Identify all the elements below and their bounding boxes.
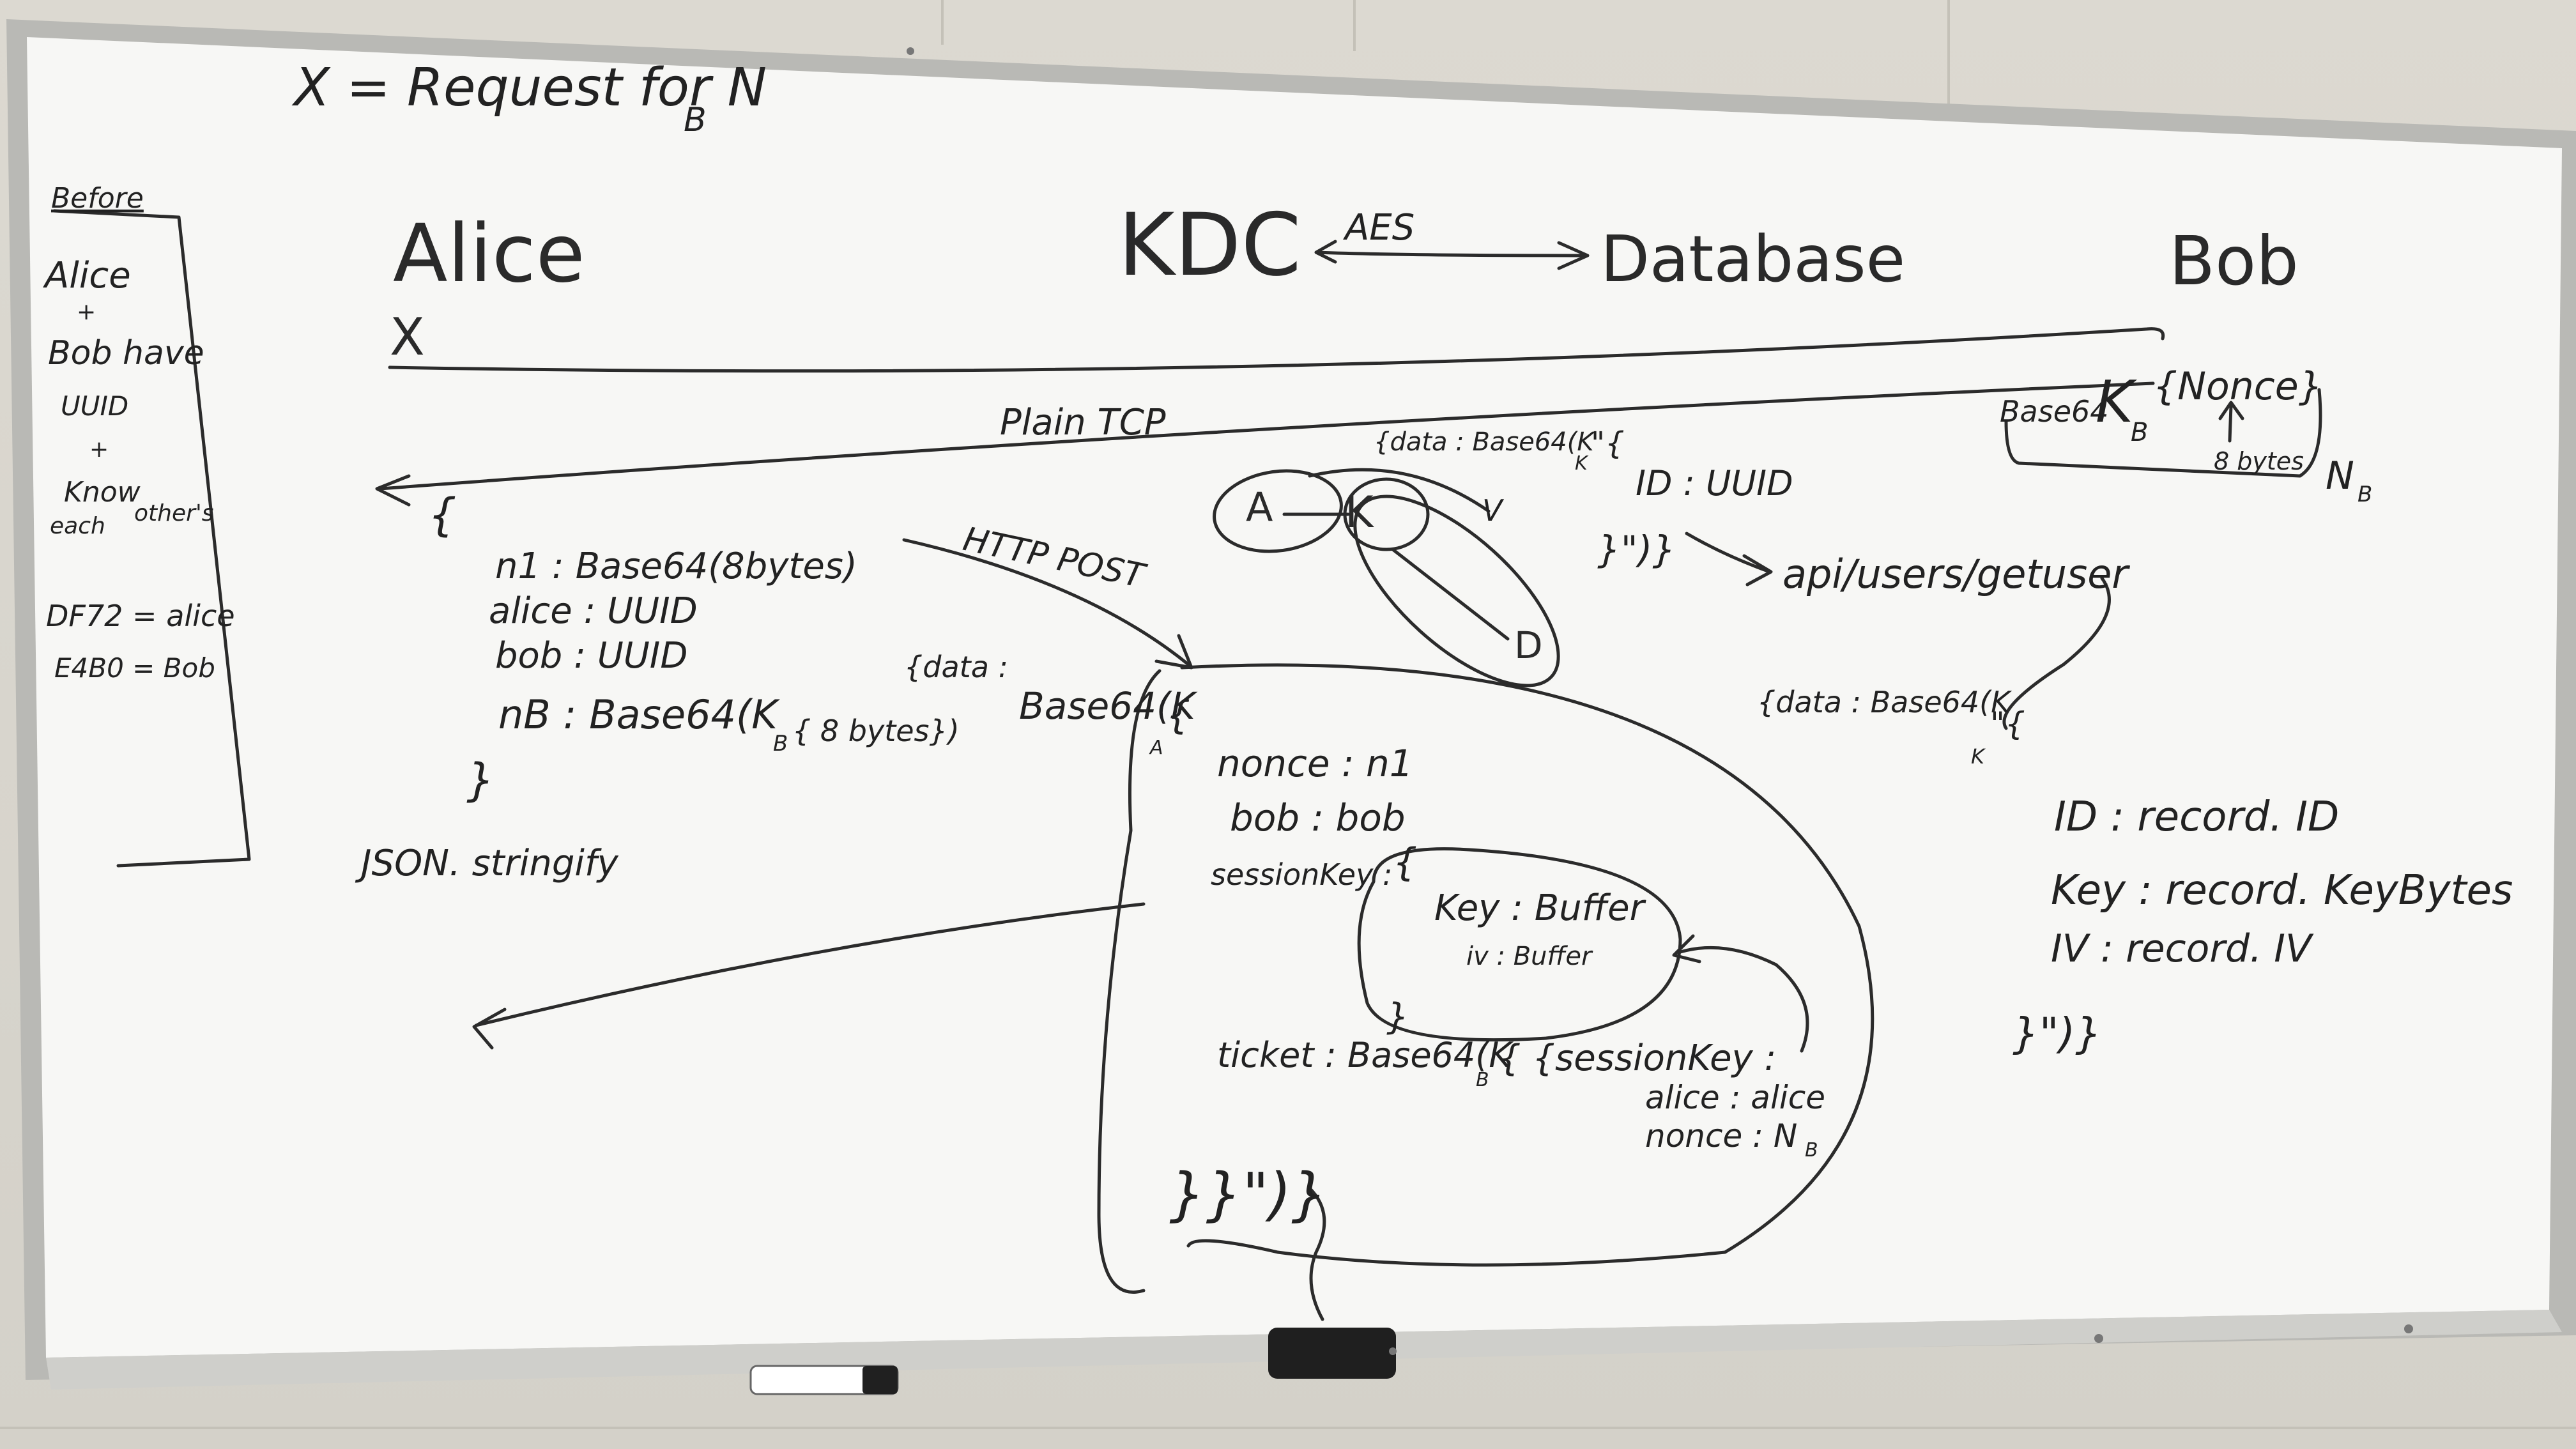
kdc-resp-session-close: } bbox=[1386, 996, 1409, 1038]
before-line-9: E4B0 = Bob bbox=[54, 652, 215, 684]
entity-alice: Alice bbox=[393, 208, 585, 300]
plain-tcp-label: Plain TCP bbox=[1000, 402, 1166, 443]
kdc-resp-key-sub: A bbox=[1149, 737, 1163, 759]
kdc-resp-nonce: nonce : n1 bbox=[1217, 742, 1413, 785]
alice-req-close: } bbox=[466, 754, 495, 806]
bob-msg-prefix: Base64 bbox=[2000, 394, 2109, 429]
before-line-5: Know bbox=[64, 476, 141, 509]
alice-req-line-1: alice : UUID bbox=[489, 590, 698, 632]
kdc-resp-key-line: Key : Buffer bbox=[1434, 887, 1646, 929]
before-line-7: other's bbox=[134, 500, 214, 526]
eraser bbox=[1268, 1328, 1396, 1379]
return-to-alice-arrow bbox=[472, 902, 1146, 1050]
before-line-3: UUID bbox=[61, 390, 128, 422]
kdc-db-data-tail: "{ bbox=[1591, 425, 1625, 461]
kdc-resp-final-close: }}")} bbox=[1169, 1161, 1328, 1228]
session-key-oval bbox=[1357, 847, 1682, 1042]
triangle-edge-arc bbox=[1308, 468, 1491, 513]
x-label: X bbox=[390, 307, 425, 367]
aes-label: AES bbox=[1343, 207, 1414, 249]
triangle-k: K bbox=[1345, 487, 1375, 538]
before-line-0: Alice bbox=[43, 255, 131, 296]
kdc-resp-base64: Base64(K bbox=[1019, 684, 1198, 728]
plain-tcp-return-line bbox=[375, 381, 2155, 507]
triangle-oval-right bbox=[1353, 494, 1560, 687]
alice-req-nb-sub: B bbox=[773, 731, 788, 756]
db-resp-data-sub: K bbox=[1971, 744, 1986, 769]
before-line-4: + bbox=[89, 436, 109, 463]
kdc-resp-brace: { bbox=[1166, 693, 1190, 738]
db-resp-data-tail: "{ bbox=[1990, 705, 2025, 742]
aes-arrow bbox=[1314, 240, 1590, 270]
kdc-resp-session-label: sessionKey : bbox=[1211, 857, 1392, 892]
frame-screws bbox=[907, 47, 2413, 1355]
session-key-reference-arrow bbox=[1672, 934, 1809, 1053]
kdc-resp-ticket-label: ticket : Base64(K bbox=[1217, 1035, 1514, 1075]
before-box-outline bbox=[52, 209, 251, 868]
kdc-resp-iv-line: iv : Buffer bbox=[1466, 942, 1593, 971]
bob-msg-nonce-sub: B bbox=[2358, 482, 2372, 507]
api-endpoint: api/users/getuser bbox=[1782, 551, 2130, 597]
kdc-db-data-prefix: {data : Base64(K bbox=[1374, 427, 1595, 457]
whiteboard-surface bbox=[27, 37, 2562, 1358]
before-title: Before bbox=[51, 182, 144, 215]
drawn-strokes bbox=[52, 209, 2322, 1321]
bottom-brace-tail bbox=[1308, 1186, 1326, 1321]
kdc-db-close: }")} bbox=[1597, 528, 1676, 571]
alice-req-line-4: { 8 bytes}) bbox=[792, 714, 960, 748]
kdc-resp-ticket-tail: { {sessionKey : bbox=[1498, 1038, 1776, 1079]
kdc-db-data-sub: K bbox=[1575, 452, 1589, 475]
top-note-sub: B bbox=[684, 101, 707, 139]
bob-msg-body: {Nonce} bbox=[2153, 364, 2323, 409]
bob-msg-key: K bbox=[2096, 369, 2137, 436]
triangle-edge-kd bbox=[1391, 548, 1510, 641]
handwriting: X = Request for N B Before Alice + Bob h… bbox=[43, 57, 2513, 1228]
x-request-line bbox=[388, 327, 2165, 373]
triangle-oval-top bbox=[1213, 469, 1343, 553]
kdc-resp-ticket-nonce-sub: B bbox=[1805, 1139, 1818, 1162]
alice-req-line-2: bob : UUID bbox=[495, 635, 687, 677]
alice-req-json-note: JSON. stringify bbox=[355, 843, 619, 884]
entity-database: Database bbox=[1600, 222, 1905, 296]
nonce-arrow bbox=[2218, 401, 2244, 443]
before-line-2: Bob have bbox=[48, 334, 204, 372]
triangle-v: V bbox=[1482, 493, 1505, 528]
before-line-1: + bbox=[77, 299, 96, 325]
triangle-a: A bbox=[1246, 484, 1273, 530]
db-resp-line-2: IV : record. IV bbox=[2051, 926, 2314, 971]
marker-cap bbox=[862, 1366, 898, 1394]
bob-msg-key-sub: B bbox=[2131, 418, 2148, 447]
kdc-resp-ticket-alice: alice : alice bbox=[1645, 1079, 1825, 1116]
db-response-arrow bbox=[2002, 576, 2111, 730]
bob-msg-nonce: N bbox=[2326, 454, 2354, 498]
entity-kdc: KDC bbox=[1118, 195, 1301, 295]
kdc-resp-data-prefix: {data : bbox=[904, 650, 1008, 684]
alice-req-line-0: n1 : Base64(8bytes) bbox=[495, 546, 857, 587]
before-line-8: DF72 = alice bbox=[46, 599, 235, 633]
alice-req-open: { bbox=[428, 489, 457, 541]
kdc-response-loop bbox=[1180, 663, 1874, 1267]
triangle-d: D bbox=[1514, 624, 1543, 667]
db-resp-line-1: Key : record. KeyBytes bbox=[2051, 867, 2513, 914]
kdc-resp-ticket-sub: B bbox=[1476, 1069, 1489, 1091]
entity-bob: Bob bbox=[2169, 222, 2299, 300]
alice-req-line-3: nB : Base64(K bbox=[498, 691, 780, 738]
db-resp-line-0: ID : record. ID bbox=[2054, 793, 2339, 841]
bob-msg-bytes: 8 bytes bbox=[2214, 447, 2304, 475]
top-note: X = Request for N bbox=[291, 57, 767, 118]
db-resp-close: }")} bbox=[2012, 1009, 2102, 1058]
api-arrow bbox=[1685, 532, 1773, 586]
db-resp-data-prefix: {data : Base64(K bbox=[1757, 685, 2012, 719]
kdc-resp-session-open: { bbox=[1393, 840, 1417, 885]
before-line-6: each bbox=[50, 513, 105, 539]
kdc-resp-bob: bob : bob bbox=[1230, 796, 1406, 839]
kdc-response-left-loop bbox=[1097, 669, 1162, 1294]
bob-message-bracket bbox=[2004, 388, 2322, 478]
kdc-db-id-line: ID : UUID bbox=[1636, 463, 1793, 503]
kdc-resp-ticket-nonce: nonce : N bbox=[1645, 1117, 1797, 1154]
